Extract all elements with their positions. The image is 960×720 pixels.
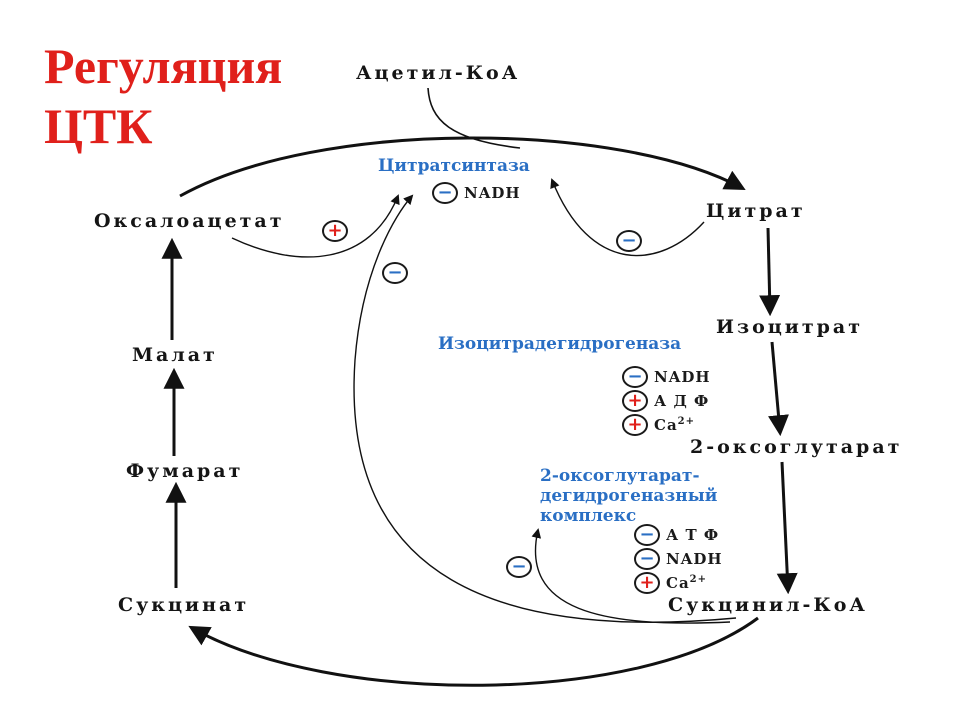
citrate-label: Цитрат <box>706 200 806 222</box>
minus-sign-icon: − <box>506 556 532 578</box>
oxaloacetate-label: Оксалоацетат <box>94 210 285 232</box>
ogdh-label-line-1: 2-оксоглутарат- <box>540 466 700 486</box>
fumarate-label: Фумарат <box>126 460 244 482</box>
icdh-effector-ca: + Ca2+ <box>622 414 695 436</box>
isocitrate-label: Изоцитрат <box>716 316 864 338</box>
oxoglutarate-to-succinylcoa-arrow <box>776 461 798 595</box>
minus-sign-icon: − <box>616 230 642 252</box>
minus-sign-icon: − <box>634 548 660 570</box>
minus-sign-icon: − <box>382 262 408 284</box>
ogdh-effector-atp: − А Т Ф <box>634 524 719 546</box>
citrate-inhibition-arrow <box>550 178 705 257</box>
succinylcoa-to-ogdh-inhibition-arrow <box>531 528 731 624</box>
ogdh-effector-ca: + Ca2+ <box>634 572 707 594</box>
oxaloacetate-activation-sign: + <box>322 220 354 242</box>
succinylcoa-ogdh-inhibition-sign: − <box>506 556 538 578</box>
succinylcoa-cs-inhibition-sign: − <box>382 262 414 284</box>
minus-sign-icon: − <box>622 366 648 388</box>
acetyl-coa-entry-arrow <box>427 87 521 149</box>
plus-sign-icon: + <box>622 414 648 436</box>
minus-sign-icon: − <box>634 524 660 546</box>
succinylcoa-to-succinate-arrow <box>188 616 759 687</box>
title-line-1: Регуляция <box>44 38 283 94</box>
citrate-synthase-label: Цитратсинтаза <box>378 156 530 176</box>
oxoglutarate-label: 2-оксоглутарат <box>690 436 903 458</box>
calcium-charge: 2+ <box>689 574 708 585</box>
oxaloacetate-to-citrate-arrow <box>179 136 746 198</box>
citrate-inhibition-sign: − <box>616 230 648 252</box>
calcium-charge: 2+ <box>677 416 696 427</box>
calcium-label: Ca <box>654 416 678 434</box>
plus-sign-icon: + <box>634 572 660 594</box>
ogdh-effector-nadh: − NADH <box>634 548 723 570</box>
succinyl-coa-label: Сукцинил-КоА <box>668 594 868 616</box>
calcium-label: Ca <box>666 574 690 592</box>
oxaloacetate-activation-arrow <box>231 194 400 258</box>
effector-label: Ca2+ <box>666 574 707 592</box>
icdh-effector-nadh: − NADH <box>622 366 711 388</box>
title-line-2: ЦТК <box>44 98 153 154</box>
ogdh-label-line-3: комплекс <box>540 506 637 526</box>
effector-label: А Д Ф <box>654 392 710 410</box>
effector-label: NADH <box>666 550 723 568</box>
effector-label: NADH <box>654 368 711 386</box>
plus-sign-icon: + <box>622 390 648 412</box>
acetyl-coa-label: Ацетил-КоА <box>356 62 521 84</box>
minus-sign-icon: − <box>432 182 458 204</box>
plus-sign-icon: + <box>322 220 348 242</box>
malate-label: Малат <box>132 344 218 366</box>
oxoglutarate-dehydrogenase-label: 2-оксоглутарат- дегидрогеназный комплекс <box>540 466 717 526</box>
citrate-to-isocitrate-arrow <box>759 227 781 317</box>
ogdh-label-line-2: дегидрогеназный <box>540 486 718 506</box>
isocitrate-to-oxoglutarate-arrow <box>768 341 789 437</box>
effector-label: А Т Ф <box>666 526 720 544</box>
succinylcoa-to-cs-inhibition-arrow <box>353 194 737 623</box>
succinate-label: Сукцинат <box>118 594 250 616</box>
icdh-effector-adp: + А Д Ф <box>622 390 709 412</box>
isocitrate-dehydrogenase-label: Изоцитрадегидрогеназа <box>438 334 682 354</box>
effector-label: NADH <box>464 184 521 202</box>
cs-effector-nadh: − NADH <box>432 182 521 204</box>
slide-title: Регуляция ЦТК <box>44 36 282 156</box>
effector-label: Ca2+ <box>654 416 695 434</box>
